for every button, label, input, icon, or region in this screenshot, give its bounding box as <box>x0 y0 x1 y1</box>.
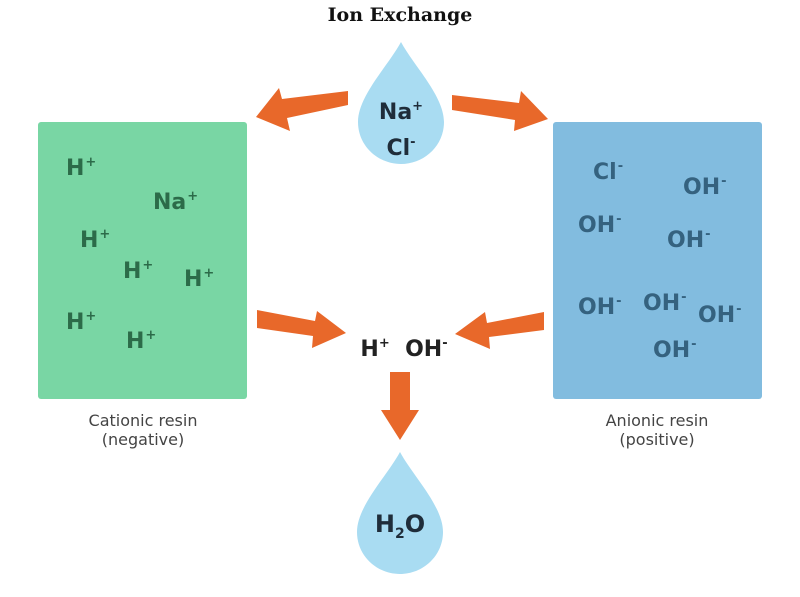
arrow-anion-to-center <box>455 312 544 349</box>
anion-ion: OH- <box>667 227 711 253</box>
ion-symbol: Cl <box>593 160 617 185</box>
cation-ion: Na+ <box>153 189 198 215</box>
diagram-title: Ion Exchange <box>327 4 473 26</box>
water-o: O <box>404 510 426 538</box>
ion-charge: - <box>691 337 697 352</box>
arrow-cation-to-center <box>257 310 346 348</box>
center-ions: H+ OH- <box>344 336 464 362</box>
cation-ion: H+ <box>123 258 153 284</box>
ion-charge: + <box>85 155 97 170</box>
ion-symbol: OH <box>683 175 721 200</box>
ion-symbol: OH <box>667 228 705 253</box>
anion-caption-line1: Anionic resin <box>605 411 709 430</box>
ion-symbol: Na <box>153 190 187 215</box>
top-drop-chloride: Cl <box>386 136 411 161</box>
arrow-to-cation-resin <box>256 88 348 131</box>
ion-symbol: H <box>80 228 99 253</box>
ion-charge: - <box>617 159 624 174</box>
ion-symbol: OH <box>643 291 681 316</box>
center-hydroxide: OH <box>405 337 443 362</box>
anion-ion: OH- <box>643 290 687 316</box>
water-subscript: 2 <box>394 525 405 542</box>
center-hydroxide-charge: - <box>442 336 448 351</box>
ion-charge: + <box>145 328 157 343</box>
bottom-water-drop <box>357 452 443 574</box>
ion-symbol: OH <box>578 295 616 320</box>
anion-ion: OH- <box>578 212 622 238</box>
top-water-drop <box>358 42 444 164</box>
arrow-center-to-water <box>381 372 419 440</box>
cation-ion: H+ <box>80 227 110 253</box>
ion-charge: + <box>187 189 199 204</box>
ion-charge: - <box>721 174 727 189</box>
anion-ion: OH- <box>683 174 727 200</box>
ion-charge: + <box>85 309 97 324</box>
anion-ion: Cl- <box>593 159 623 185</box>
ion-symbol: H <box>66 310 85 335</box>
ion-symbol: H <box>66 156 85 181</box>
arrow-to-anion-resin <box>452 91 548 131</box>
cation-resin-box: H+ Na+ H+ H+ H+ H+ H+ <box>38 122 247 399</box>
ion-symbol: H <box>184 267 203 292</box>
cation-resin-caption: Cationic resin (negative) <box>33 411 253 449</box>
top-drop-label: Na+ Cl- <box>361 92 441 164</box>
ion-charge: + <box>142 258 154 273</box>
cation-ion: H+ <box>66 155 96 181</box>
ion-charge: - <box>616 294 622 309</box>
ion-charge: + <box>99 227 111 242</box>
top-drop-sodium: Na <box>378 100 413 125</box>
ion-charge: - <box>616 212 622 227</box>
water-h: H <box>374 510 395 538</box>
anion-ion: OH- <box>653 337 697 363</box>
ion-charge: - <box>681 290 687 305</box>
ion-symbol: H <box>123 259 142 284</box>
top-drop-chloride-charge: - <box>410 135 416 150</box>
anion-ion: OH- <box>578 294 622 320</box>
ion-symbol: OH <box>653 338 691 363</box>
cation-ion: H+ <box>66 309 96 335</box>
bottom-drop-label: H2O <box>360 510 440 542</box>
top-drop-sodium-charge: + <box>412 99 424 114</box>
anion-resin-caption: Anionic resin (positive) <box>547 411 767 449</box>
anion-resin-box: Cl- OH- OH- OH- OH- OH- OH- OH- <box>553 122 762 399</box>
center-hydrogen-charge: + <box>378 336 390 351</box>
cation-caption-line1: Cationic resin <box>88 411 198 430</box>
ion-symbol: OH <box>578 213 616 238</box>
cation-caption-line2: (negative) <box>101 430 185 449</box>
cation-ion: H+ <box>184 266 214 292</box>
ion-charge: + <box>203 266 215 281</box>
cation-ion: H+ <box>126 328 156 354</box>
anion-ion: OH- <box>698 302 742 328</box>
ion-charge: - <box>736 302 742 317</box>
center-hydrogen: H <box>360 337 379 362</box>
ion-symbol: OH <box>698 303 736 328</box>
ion-symbol: H <box>126 329 145 354</box>
ion-charge: - <box>705 227 711 242</box>
anion-caption-line2: (positive) <box>619 430 695 449</box>
